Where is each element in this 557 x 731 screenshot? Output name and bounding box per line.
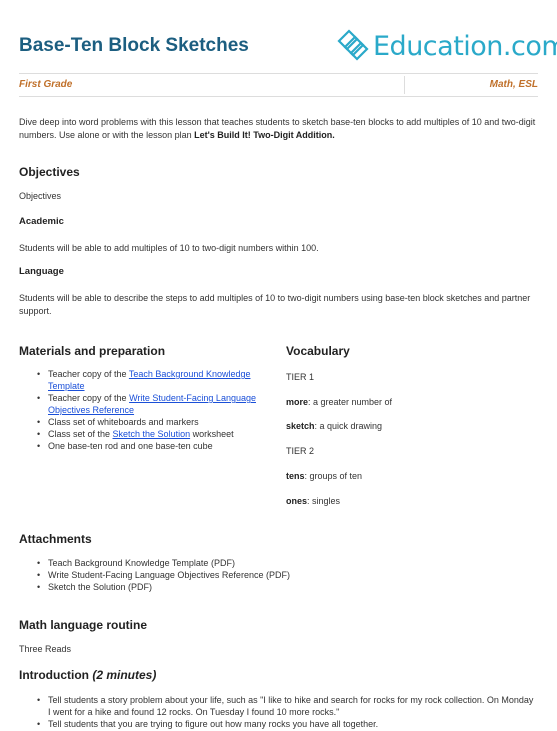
list-item: Class set of the Sketch the Solution wor…: [34, 428, 269, 440]
routine-text: Three Reads: [19, 644, 72, 654]
vocab-tens: tens: groups of ten: [286, 471, 363, 481]
list-item: Tell students a story problem about your…: [34, 694, 534, 718]
list-item: Teacher copy of the Write Student-Facing…: [34, 392, 269, 416]
education-com-logo[interactable]: Education.com: [335, 27, 557, 65]
objectives-label: Objectives: [19, 191, 62, 201]
attachments-heading: Attachments: [19, 532, 92, 546]
list-item: Class set of whiteboards and markers: [34, 416, 269, 428]
list-item: Teacher copy of the Teach Background Kno…: [34, 368, 269, 392]
objectives-heading: Objectives: [19, 165, 80, 179]
introduction-heading: Introduction (2 minutes): [19, 668, 157, 682]
grade-label: First Grade: [19, 79, 73, 90]
teach-background-link[interactable]: Teach Background Knowledge Template: [48, 369, 251, 391]
language-text: Students will be able to describe the st…: [19, 293, 531, 316]
introduction-duration: (2 minutes): [92, 668, 157, 682]
subject-label: Math, ESL: [489, 79, 538, 90]
intro-paragraph: Dive deep into word problems with this l…: [19, 116, 539, 142]
meta-bar: First Grade Math, ESL: [19, 73, 538, 97]
tier2-label: TIER 2: [286, 446, 315, 456]
meta-divider: [404, 76, 405, 94]
logo-text: Education.com: [373, 31, 557, 62]
language-heading: Language: [19, 266, 64, 277]
sketch-solution-link[interactable]: Sketch the Solution: [112, 429, 191, 439]
materials-list: Teacher copy of the Teach Background Kno…: [34, 368, 269, 452]
introduction-list: Tell students a story problem about your…: [34, 694, 534, 730]
write-objectives-link[interactable]: Write Student-Facing Language Objectives…: [48, 393, 256, 415]
list-item: One base-ten rod and one base-ten cube: [34, 440, 269, 452]
attachment-item[interactable]: Write Student-Facing Language Objectives…: [34, 569, 514, 581]
list-item: Tell students that you are trying to fig…: [34, 718, 534, 730]
routine-heading: Math language routine: [19, 618, 148, 632]
attachment-item[interactable]: Teach Background Knowledge Template (PDF…: [34, 557, 514, 569]
intro-text: Dive deep into word problems with this l…: [19, 117, 536, 140]
intro-lesson-title: Let's Build It! Two-Digit Addition.: [194, 130, 335, 140]
vocab-ones: ones: singles: [286, 496, 341, 506]
tier1-label: TIER 1: [286, 372, 315, 382]
materials-heading: Materials and preparation: [19, 344, 166, 358]
vocabulary-heading: Vocabulary: [286, 344, 350, 358]
vocab-sketch: sketch: a quick drawing: [286, 421, 383, 431]
attachment-item[interactable]: Sketch the Solution (PDF): [34, 581, 514, 593]
academic-text: Students will be able to add multiples o…: [19, 243, 319, 253]
page-title: Base-Ten Block Sketches: [19, 35, 249, 56]
vocab-more: more: a greater number of: [286, 397, 393, 407]
attachments-list: Teach Background Knowledge Template (PDF…: [34, 557, 514, 593]
academic-heading: Academic: [19, 216, 64, 227]
logo-icon: [337, 29, 369, 61]
